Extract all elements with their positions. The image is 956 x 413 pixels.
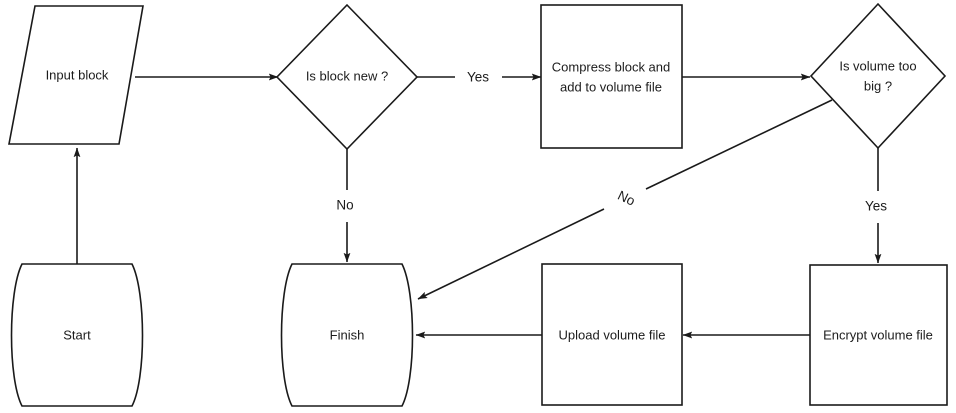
edge-is-volume-too-big-no-to-finish: No bbox=[417, 99, 833, 300]
node-is-block-new[interactable]: Is block new ? bbox=[275, 3, 419, 151]
rectangle-shape bbox=[541, 263, 683, 406]
diamond-shape bbox=[809, 2, 947, 150]
node-label-line-2: add to volume file bbox=[560, 79, 662, 94]
node-label: Finish bbox=[330, 327, 365, 342]
edge-label-yes: Yes bbox=[865, 199, 887, 214]
node-compress-block[interactable]: Compress block and add to volume file bbox=[540, 4, 683, 149]
node-finish[interactable]: Finish bbox=[280, 263, 414, 407]
node-label: Is block new ? bbox=[306, 68, 388, 83]
diamond-shape bbox=[275, 3, 419, 151]
rectangle-shape bbox=[540, 4, 683, 149]
rectangle-shape bbox=[809, 264, 948, 406]
edge-label-no: No bbox=[336, 198, 353, 213]
node-label-line-1: Compress block and bbox=[552, 59, 671, 74]
edge-is-volume-too-big-yes-to-encrypt-volume-file: Yes bbox=[865, 148, 887, 264]
node-input-block[interactable]: Input block bbox=[8, 5, 144, 145]
node-upload-volume-file[interactable]: Upload volume file bbox=[541, 263, 683, 406]
node-label: Encrypt volume file bbox=[823, 327, 933, 342]
node-label: Upload volume file bbox=[559, 327, 666, 342]
node-label: Input block bbox=[46, 67, 109, 82]
edge-is-block-new-yes-to-compress-block: Yes bbox=[417, 70, 542, 85]
edge-line-lower bbox=[417, 208, 605, 300]
barrel-shape bbox=[280, 263, 414, 407]
edge-label-no: No bbox=[615, 188, 637, 209]
parallelogram-shape bbox=[8, 5, 144, 145]
node-label-line-2: big ? bbox=[864, 78, 892, 93]
node-start[interactable]: Start bbox=[10, 263, 144, 407]
edge-is-block-new-no-to-finish: No bbox=[336, 149, 354, 263]
node-is-volume-too-big[interactable]: Is volume too big ? bbox=[809, 2, 947, 150]
edge-line-upper bbox=[645, 99, 833, 190]
node-encrypt-volume-file[interactable]: Encrypt volume file bbox=[809, 264, 948, 406]
node-label-line-1: Is volume too bbox=[839, 58, 916, 73]
node-label: Start bbox=[63, 327, 91, 342]
edge-label-yes: Yes bbox=[467, 70, 489, 85]
barrel-shape bbox=[10, 263, 144, 407]
